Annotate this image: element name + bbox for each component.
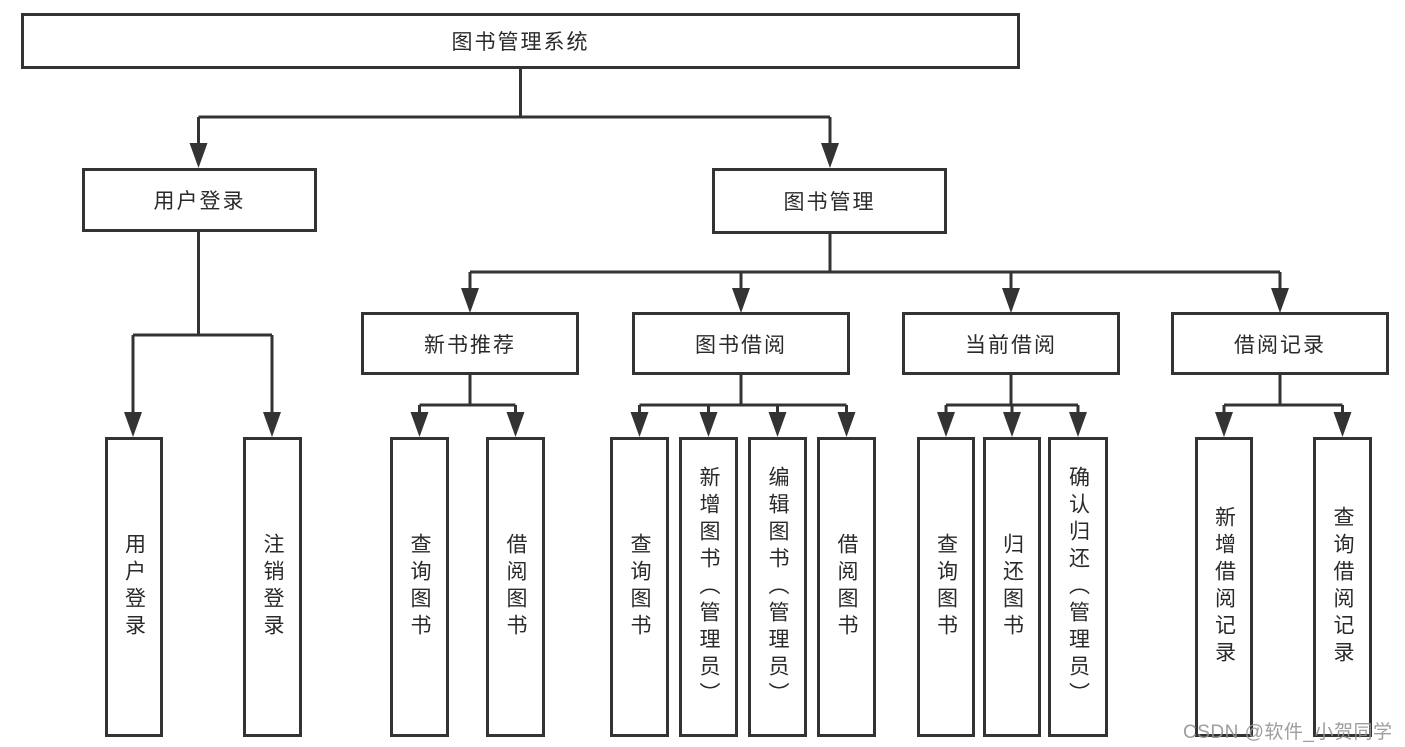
node-current-borrowing: 当前借阅	[902, 312, 1120, 375]
leaf-current-return-books: 归还图书	[983, 437, 1041, 737]
leaf-recommend-query-books: 查询图书	[390, 437, 449, 737]
leaf-logout: 注销登录	[243, 437, 302, 737]
leaf-user-login: 用户登录	[105, 437, 163, 737]
node-book-management: 图书管理	[712, 168, 947, 234]
leaf-records-query-record: 查询借阅记录	[1313, 437, 1372, 737]
leaf-records-add-record: 新增借阅记录	[1195, 437, 1253, 737]
arrowheads	[124, 143, 1352, 437]
leaf-borrowing-add-books-admin: 新增图书（管理员）	[679, 437, 738, 737]
node-new-book-recommend: 新书推荐	[361, 312, 579, 375]
leaf-borrowing-query-books: 查询图书	[610, 437, 669, 737]
watermark: CSDN @软件_小贺同学	[1183, 722, 1393, 743]
leaf-current-confirm-return-admin: 确认归还（管理员）	[1048, 437, 1108, 737]
node-borrowing-records: 借阅记录	[1171, 312, 1389, 375]
node-library-system: 图书管理系统	[21, 13, 1020, 69]
leaf-current-query-books: 查询图书	[917, 437, 975, 737]
leaf-recommend-borrow-books: 借阅图书	[486, 437, 545, 737]
node-user-login: 用户登录	[82, 168, 317, 232]
node-book-borrowing: 图书借阅	[632, 312, 850, 375]
leaf-borrowing-edit-books-admin: 编辑图书（管理员）	[748, 437, 807, 737]
leaf-borrowing-borrow-books: 借阅图书	[817, 437, 876, 737]
